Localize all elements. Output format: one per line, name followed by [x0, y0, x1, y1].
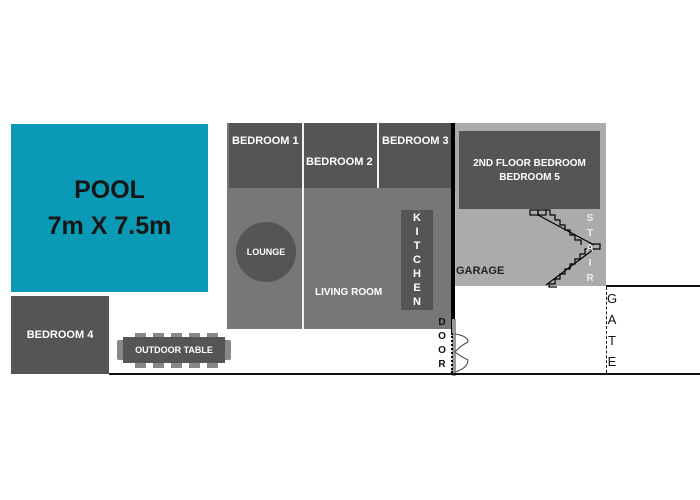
chairs-bottom: [135, 362, 219, 368]
garage-label: GARAGE: [456, 265, 505, 277]
divider: [377, 123, 379, 188]
divider: [302, 123, 304, 329]
label-letter: N: [413, 296, 421, 308]
outdoor-table-label: OUTDOOR TABLE: [135, 345, 213, 355]
bedroom-5: 2ND FLOOR BEDROOM BEDROOM 5: [459, 131, 600, 209]
lounge-label: LOUNGE: [246, 247, 286, 257]
bedroom-3-label: BEDROOM 3: [382, 135, 449, 147]
chair: [223, 340, 231, 360]
boundary-line: [606, 285, 700, 287]
label-letter: T: [413, 240, 421, 252]
bedroom-3: BEDROOM 3: [379, 123, 451, 188]
label-letter: E: [413, 282, 421, 294]
label-letter: T: [608, 333, 616, 348]
chairs-top: [135, 333, 219, 339]
boundary-line: [109, 373, 700, 375]
label-letter: H: [413, 268, 421, 280]
door-swing-icon: [454, 333, 469, 373]
label-letter: R: [438, 359, 446, 370]
bedroom-2: BEDROOM 2: [304, 123, 377, 188]
bedroom-2-label: BEDROOM 2: [306, 156, 373, 168]
stair-icon: [529, 209, 601, 288]
label-letter: O: [438, 331, 446, 342]
label-letter: I: [415, 226, 419, 238]
label-letter: A: [586, 243, 594, 254]
label-letter: R: [586, 273, 594, 284]
label-letter: C: [413, 254, 421, 266]
bedroom-5-label-2: BEDROOM 5: [499, 172, 560, 183]
bedroom-4: BEDROOM 4: [11, 296, 109, 374]
label-letter: E: [607, 354, 617, 369]
door-opening[interactable]: [451, 333, 453, 373]
bedroom-5-label-1: 2ND FLOOR BEDROOM: [473, 158, 586, 169]
pool-size: 7m X 7.5m: [47, 212, 172, 240]
door-frame: [452, 319, 456, 376]
gate[interactable]: [606, 287, 607, 373]
chair: [117, 340, 125, 360]
pool: POOL 7m X 7.5m: [11, 124, 208, 292]
bedroom-4-label: BEDROOM 4: [26, 329, 94, 341]
living-room-label: LIVING ROOM: [315, 287, 383, 298]
label-letter: O: [438, 345, 446, 356]
label-letter: S: [586, 213, 594, 224]
lounge: LOUNGE: [236, 222, 296, 282]
pool-title: POOL: [74, 176, 145, 204]
label-letter: I: [588, 258, 592, 269]
bedroom-1-label: BEDROOM 1: [232, 135, 299, 147]
label-letter: G: [606, 291, 618, 306]
table: OUTDOOR TABLE: [123, 337, 225, 363]
label-letter: D: [438, 317, 446, 328]
wall: [451, 123, 455, 335]
label-letter: K: [413, 212, 421, 224]
label-letter: T: [586, 228, 594, 239]
label-letter: A: [607, 312, 617, 327]
bedroom-1: BEDROOM 1: [229, 123, 302, 188]
